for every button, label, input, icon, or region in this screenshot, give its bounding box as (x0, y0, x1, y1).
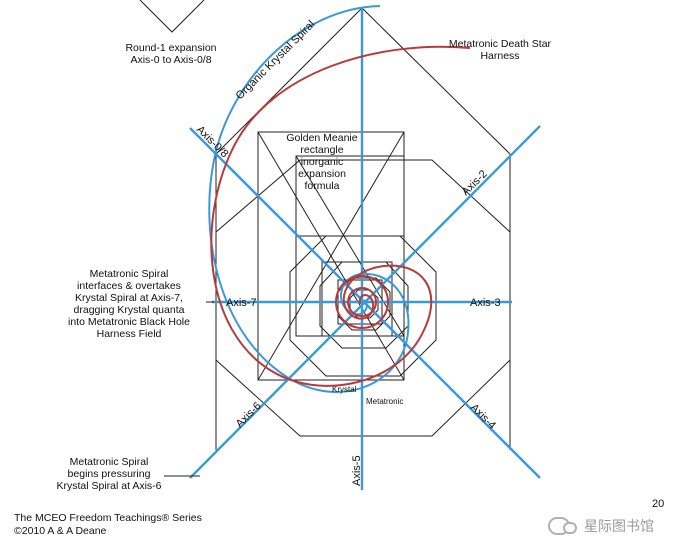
pressuring-label: Metatronic Spiral begins pressuring Krys… (56, 456, 162, 492)
axis-6-label: Axis-6 (234, 400, 264, 430)
axis-7-label: Axis-7 (226, 297, 257, 309)
watermark-text: 星际图书馆 (584, 518, 654, 534)
axis-4-label: Axis-4 (468, 402, 498, 432)
krystal-spiral (208, 5, 410, 393)
axis-08-label: Axis-0/8 (194, 124, 231, 161)
round1-triangle (139, 0, 205, 33)
page-number: 20 (652, 498, 665, 510)
metatronic-spiral-label: Metatronic Spiral interfaces & overtakes… (68, 268, 190, 340)
axis-3-label: Axis-3 (470, 297, 501, 309)
wechat-icon (548, 517, 577, 535)
footer-copyright: ©2010 A & A Deane (14, 525, 107, 537)
watermark: 星际图书馆 (548, 516, 654, 536)
axis-lines (189, 8, 541, 490)
golden-meanie-label: Golden Meanie rectangle inorganic expans… (286, 132, 358, 192)
leader-lines (164, 301, 214, 477)
round1-label: Round-1 expansion Axis-0 to Axis-0/8 (125, 42, 217, 66)
footer: The MCEO Freedom Teachings® Series ©2010… (14, 512, 202, 538)
organic-spiral-label: Organic Krystal Spiral (234, 18, 318, 102)
axis-5-label: Axis-5 (351, 455, 363, 486)
axis-2-label: Axis-2 (460, 168, 490, 198)
metatronic-label: Metatronic (366, 397, 403, 406)
death-star-label: Metatronic Death Star Harness (448, 38, 552, 62)
metatronic-spiral (210, 45, 471, 387)
krystal-label: Krystal (332, 385, 357, 394)
footer-series: The MCEO Freedom Teachings® Series (14, 512, 202, 524)
